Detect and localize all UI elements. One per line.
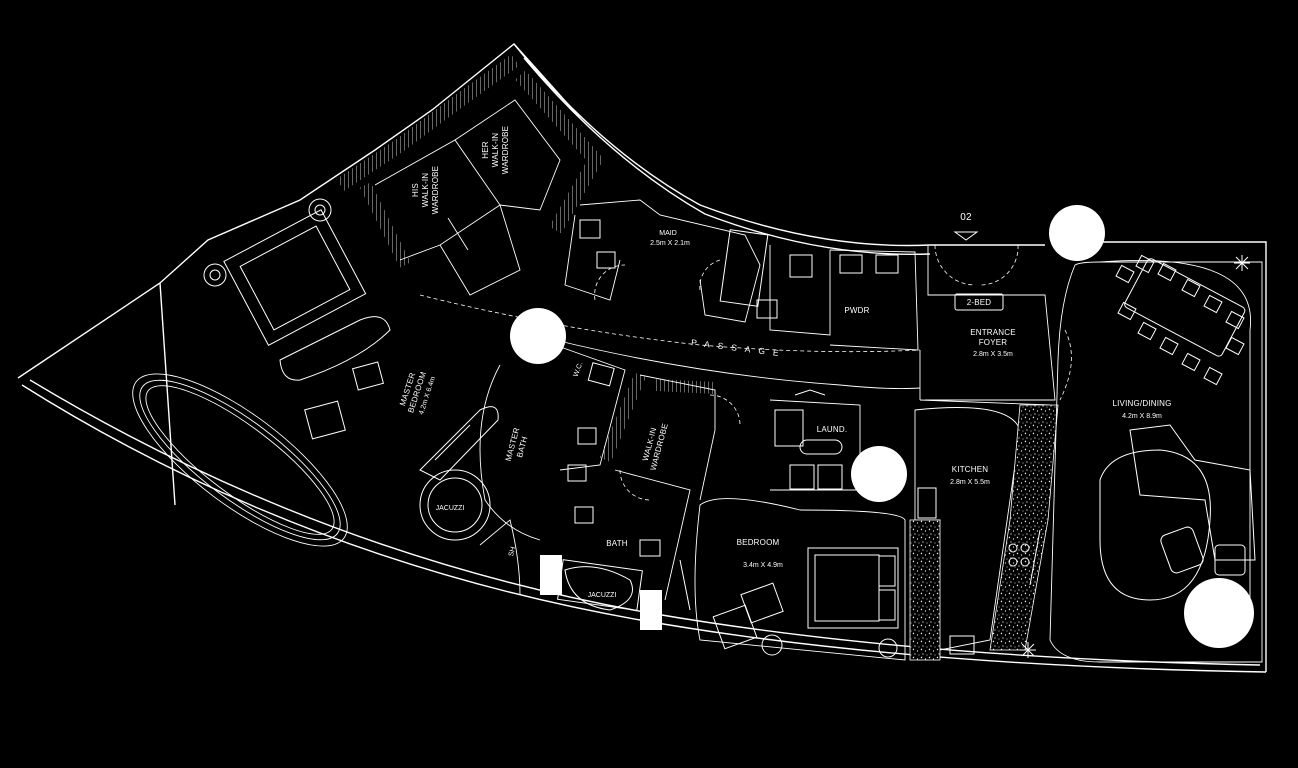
wc-label: W.C.	[573, 361, 585, 378]
jacuzzi-master-label: JACUZZI	[436, 505, 465, 512]
master-bedroom-furniture	[203, 198, 499, 481]
living-label: LIVING/DINING	[1112, 399, 1171, 408]
unit-tag: 2-BED	[967, 298, 992, 307]
bedroom-label: BEDROOM	[737, 538, 780, 547]
entrance-label-2: FOYER	[979, 338, 1008, 347]
door-number: 02	[960, 212, 972, 223]
his-wardrobe-label-3: WARDROBE	[431, 166, 440, 214]
her-wardrobe-label-3: WARDROBE	[501, 126, 510, 174]
bedroom-area	[694, 498, 906, 661]
living-size: 4.2m X 8.9m	[1122, 413, 1162, 420]
dining-chairs	[1115, 254, 1245, 386]
oval-pool	[132, 373, 348, 547]
her-wardrobe-label-2: WALK-IN	[491, 133, 500, 167]
shower-label: SH	[508, 546, 517, 557]
her-wardrobe-label-1: HER	[481, 141, 490, 159]
maid-area	[564, 199, 919, 351]
maid-size: 2.5m X 2.1m	[650, 240, 690, 247]
entrance-size: 2.8m X 3.5m	[973, 351, 1013, 358]
passage-label: PASSAGE	[691, 337, 788, 359]
closet-shelving	[336, 54, 716, 463]
bath-label: BATH	[606, 539, 628, 548]
bedroom-size: 3.4m X 4.9m	[743, 562, 783, 569]
master-bath-area	[419, 344, 662, 630]
kitchen-area	[909, 404, 1059, 661]
living-dining-area	[1049, 254, 1263, 663]
his-wardrobe-label-1: HIS	[411, 183, 420, 197]
jacuzzi-bath-label: JACUZZI	[588, 592, 617, 599]
pwdr-label: PWDR	[844, 306, 869, 315]
kitchen-label: KITCHEN	[952, 465, 989, 474]
plant-icons	[1020, 255, 1250, 658]
laundry-area	[769, 389, 861, 491]
kitchen-size: 2.8m X 5.5m	[950, 479, 990, 486]
maid-label: MAID	[659, 230, 677, 237]
bath-area	[557, 374, 741, 611]
passage-walls	[419, 294, 1051, 406]
entrance-label-1: ENTRANCE	[970, 328, 1016, 337]
column-markers	[510, 205, 1254, 648]
laundry-label: LAUND.	[817, 425, 848, 434]
outer-walls	[17, 43, 1267, 673]
entrance-foyer	[925, 231, 1072, 401]
his-wardrobe-label-2: WALK-IN	[421, 173, 430, 207]
